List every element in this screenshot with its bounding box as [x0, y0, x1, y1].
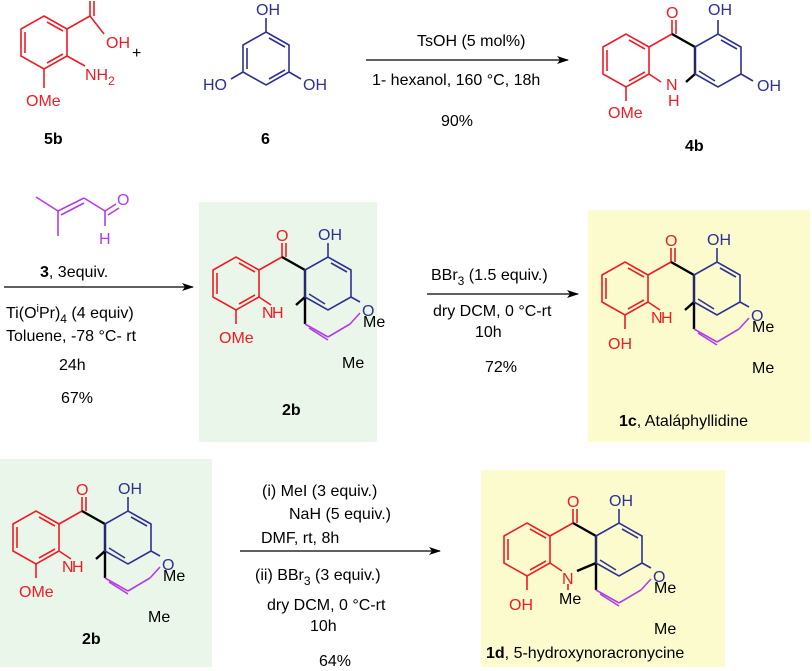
2b-top-ome: OMe	[219, 330, 254, 347]
label-2b-top: 2b	[282, 402, 301, 419]
compound-4b	[602, 20, 754, 101]
1c-oh: OH	[707, 232, 731, 249]
panel-1d	[481, 470, 725, 667]
2b-bottom-ome: OMe	[19, 584, 54, 601]
4b-ome: OMe	[608, 105, 643, 122]
2b-top-oh: OH	[318, 227, 342, 244]
label-2b-bottom: 2b	[82, 631, 101, 648]
r4-step2c: dry DCM, 0 °C-rt	[267, 597, 386, 614]
r1-yield: 90%	[441, 113, 473, 130]
r4-step1b: NaH (5 equiv.)	[289, 506, 391, 523]
2b-top-ring-o: O	[362, 303, 374, 320]
r2-yield: 67%	[61, 390, 93, 407]
2b-bottom-n: N	[62, 559, 74, 576]
r1-reagent: TsOH (5 mol%)	[417, 33, 525, 50]
r2-solvent: Toluene, -78 °C- rt	[6, 328, 137, 345]
compound-1c	[601, 248, 750, 346]
2b-top-me1: Me	[363, 314, 385, 331]
1d-oh: OH	[609, 493, 633, 510]
r3-conditions: dry DCM, 0 °C-rt	[433, 303, 552, 320]
panel-2b-top	[199, 202, 377, 442]
panel-1c	[588, 210, 810, 442]
compound-2b-bottom	[12, 497, 161, 595]
1d-n: N	[562, 571, 574, 588]
4b-h: H	[668, 93, 680, 110]
5b-nh2: NH2	[85, 67, 115, 88]
4b-carbonyl-o: O	[666, 5, 678, 22]
r4-step1: (i) MeI (3 equiv.)	[262, 483, 377, 500]
3-o: O	[117, 192, 129, 209]
2b-bottom-me2: Me	[148, 609, 170, 626]
4b-oh-right: OH	[757, 78, 781, 95]
1c-me1: Me	[752, 319, 774, 336]
1c-me2: Me	[752, 360, 774, 377]
label-5b: 5b	[44, 131, 63, 148]
2b-top-n: N	[262, 305, 274, 322]
6-ho-left: HO	[203, 77, 227, 94]
1c-oh-bottom: OH	[608, 336, 632, 353]
2b-top-carbonyl-o: O	[276, 228, 288, 245]
1c-n: N	[651, 310, 663, 327]
4b-oh-top: OH	[708, 2, 732, 19]
r3-reagent: BBr3 (1.5 equiv.)	[431, 267, 548, 288]
2b-bottom-oh: OH	[118, 481, 142, 498]
compound-3	[35, 196, 120, 236]
r1-conditions: 1- hexanol, 160 °C, 18h	[372, 72, 540, 89]
1d-me2: Me	[654, 621, 676, 638]
r2-time: 24h	[59, 357, 86, 374]
r2-catalyst: Ti(OiPr)4 (4 equiv)	[6, 303, 134, 326]
1d-carbonyl-o: O	[567, 494, 579, 511]
r4-step1c: DMF, rt, 8h	[261, 530, 339, 547]
1c-ring-o: O	[751, 308, 763, 325]
compound-2b-top	[212, 243, 361, 341]
1c-carbonyl-o: O	[665, 233, 677, 250]
6-oh-right: OH	[303, 77, 327, 94]
r3-yield: 72%	[485, 359, 517, 376]
1d-me1: Me	[654, 580, 676, 597]
compound-6	[230, 18, 302, 86]
1d-ring-o: O	[653, 569, 665, 586]
2b-bottom-ring-o: O	[162, 557, 174, 574]
4b-n: N	[666, 77, 678, 94]
label-1d: 1d, 5-hydroxynoracronycine	[486, 645, 684, 662]
1d-n-me: Me	[559, 591, 581, 608]
label-6: 6	[261, 131, 270, 148]
6-oh-top: OH	[256, 2, 280, 19]
2b-bottom-me1: Me	[163, 568, 185, 585]
r4-yield: 64%	[319, 653, 351, 670]
2b-bottom-h: H	[72, 559, 84, 576]
r2-reagent: 3, 3equiv.	[40, 264, 108, 281]
5b-ome: OMe	[26, 93, 61, 110]
label-4b: 4b	[685, 138, 704, 155]
1d-oh-bottom: OH	[509, 597, 533, 614]
compound-5b	[20, 1, 105, 88]
2b-top-me2: Me	[342, 355, 364, 372]
plus-sign: +	[132, 45, 141, 62]
2b-bottom-carbonyl-o: O	[76, 482, 88, 499]
2b-top-h: H	[272, 305, 284, 322]
compound-1d	[503, 509, 652, 607]
r4-time: 10h	[310, 618, 337, 635]
3-h: H	[99, 231, 111, 248]
r3-time: 10h	[475, 324, 502, 341]
label-1c: 1c, Ataláphyllidine	[619, 413, 748, 430]
r4-step2: (ii) BBr3 (3 equiv.)	[255, 567, 381, 588]
5b-cooh-oh: OH	[106, 35, 130, 52]
1c-h: H	[661, 310, 673, 327]
